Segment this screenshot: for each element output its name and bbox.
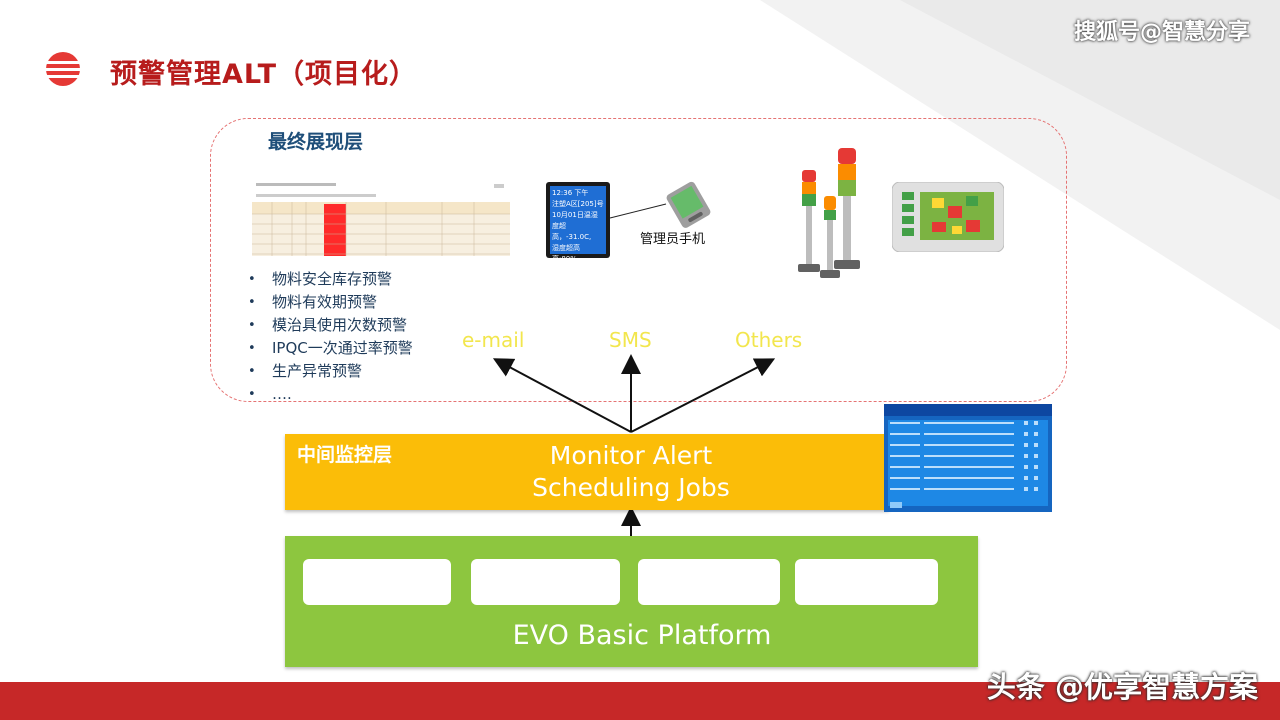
list-item: 物料安全库存预警 xyxy=(246,268,413,291)
monitor-layer-title: 中间监控层 xyxy=(297,444,393,466)
handheld-device-icon xyxy=(666,181,711,228)
list-item: 生产异常预警 xyxy=(246,360,413,383)
list-item: …. xyxy=(246,383,413,406)
phone-screen-line: 湿度超高高:80% xyxy=(552,244,580,263)
platform-module-slot xyxy=(471,559,620,605)
list-item: 物料有效期预警 xyxy=(246,291,413,314)
report-table-thumbnail xyxy=(252,180,510,256)
monitor-line-2: Scheduling Jobs xyxy=(532,473,730,502)
channel-sms: SMS xyxy=(609,328,652,352)
phone-screen-line: 高，-31.0C, xyxy=(552,233,592,241)
platform-module-slot xyxy=(303,559,451,605)
presentation-layer-box xyxy=(210,118,1067,402)
platform-module-slot xyxy=(795,559,938,605)
callout-line xyxy=(609,203,667,219)
monitor-layer-bar xyxy=(285,434,889,510)
alert-types-list: 物料安全库存预警 物料有效期预警 模治具使用次数预警 IPQC一次通过率预警 生… xyxy=(246,268,413,406)
watermark-bottom: 头条 @优享智慧方案 xyxy=(986,670,1258,704)
job-list-screenshot xyxy=(884,404,1052,512)
list-item: 模治具使用次数预警 xyxy=(246,314,413,337)
phone-screen-text: 12:36 下午 注塑A区[205]号 10月01日温湿度超 高，-31.0C,… xyxy=(552,188,604,265)
phone-label: 管理员手机 xyxy=(640,232,706,247)
phone-screen-thumbnail xyxy=(546,182,610,258)
platform-module-slot xyxy=(638,559,780,605)
monitor-line-1: Monitor Alert xyxy=(549,441,713,470)
channel-email: e-mail xyxy=(462,328,525,352)
arrow-to-others xyxy=(630,358,776,433)
arrow-to-email xyxy=(492,358,632,433)
andon-board-icon xyxy=(892,182,1004,252)
page-title: 预警管理ALT（项目化） xyxy=(110,59,418,90)
phone-screen-line: 10月01日温湿度超 xyxy=(552,211,598,230)
list-item: IPQC一次通过率预警 xyxy=(246,337,413,360)
monitor-layer-text: Monitor Alert Scheduling Jobs xyxy=(520,440,742,504)
platform-label: EVO Basic Platform xyxy=(512,620,772,651)
watermark-top: 搜狐号@智慧分享 xyxy=(1073,20,1250,45)
bottom-band xyxy=(0,682,1280,720)
signal-tower-light-icon xyxy=(798,148,860,278)
presentation-layer-title: 最终展现层 xyxy=(268,131,364,153)
logo-icon xyxy=(46,52,80,86)
phone-screen-line: 注塑A区[205]号 xyxy=(552,200,604,208)
phone-screen-line: 12:36 下午 xyxy=(552,189,589,197)
channel-others: Others xyxy=(735,328,803,352)
